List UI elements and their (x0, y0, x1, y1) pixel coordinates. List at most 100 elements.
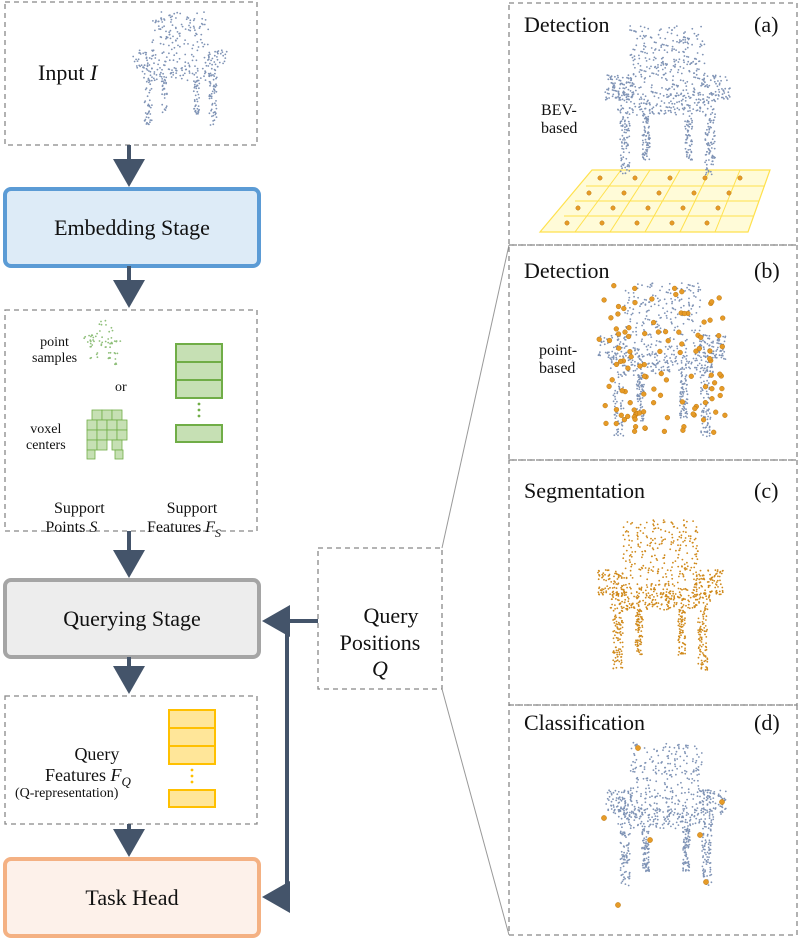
point (653, 303, 656, 306)
point (637, 615, 640, 618)
point (716, 348, 719, 351)
point (685, 807, 688, 809)
point (695, 35, 698, 37)
point (704, 655, 706, 657)
point (713, 130, 716, 133)
point (624, 172, 627, 175)
point (630, 592, 633, 595)
point (702, 110, 704, 113)
point (680, 380, 683, 383)
point (715, 581, 718, 583)
point (212, 88, 215, 90)
point (215, 112, 217, 115)
point (665, 64, 668, 66)
point (693, 815, 696, 818)
point (679, 765, 682, 768)
point (224, 53, 227, 56)
point (638, 71, 641, 73)
point (148, 91, 151, 94)
point (92, 339, 94, 341)
voxel-centers-label: voxel centers (26, 422, 66, 454)
point (664, 109, 667, 112)
point (193, 73, 196, 76)
point (693, 811, 696, 814)
point (709, 866, 712, 869)
point (629, 586, 631, 589)
point (702, 615, 705, 618)
point (678, 51, 680, 54)
point (632, 787, 635, 790)
point (674, 753, 677, 756)
query-point (625, 365, 631, 371)
point (679, 65, 682, 68)
point (147, 79, 150, 81)
point (683, 61, 685, 64)
point (623, 876, 625, 879)
point (698, 329, 701, 332)
point (654, 584, 657, 586)
point (673, 605, 675, 608)
point (146, 121, 148, 124)
point (144, 51, 147, 54)
point (661, 68, 664, 71)
point (627, 804, 629, 807)
point (667, 580, 670, 583)
point (680, 360, 683, 362)
point (712, 352, 715, 355)
point (707, 884, 710, 886)
point (163, 108, 166, 111)
point (645, 153, 648, 155)
point (656, 297, 659, 300)
point (623, 142, 626, 145)
point (163, 78, 166, 81)
point (678, 647, 681, 650)
point (719, 583, 722, 586)
point (195, 113, 198, 115)
query-point (632, 300, 638, 306)
point (615, 583, 618, 585)
point (609, 357, 611, 359)
point (659, 593, 662, 595)
point (641, 360, 644, 363)
point (684, 652, 686, 655)
point (663, 771, 666, 774)
point (669, 292, 672, 295)
point (157, 63, 160, 66)
query-features-label: Query Features FQ (45, 743, 131, 789)
point (685, 398, 688, 400)
support-features-ellipsis (197, 402, 201, 418)
point (172, 59, 175, 62)
point (161, 111, 164, 114)
point (715, 353, 718, 356)
point (693, 295, 695, 297)
point (647, 131, 650, 134)
point (198, 82, 201, 85)
point (654, 372, 657, 375)
point (701, 840, 703, 843)
point (655, 41, 657, 44)
point (627, 74, 630, 77)
point (662, 539, 665, 541)
point (100, 320, 102, 323)
point (629, 54, 632, 56)
point (681, 771, 683, 774)
query-point (676, 329, 682, 335)
point (704, 161, 706, 164)
point (627, 127, 630, 130)
point (113, 340, 116, 342)
point (660, 28, 662, 30)
point (621, 147, 624, 150)
point (695, 366, 698, 369)
point (691, 760, 694, 763)
point (627, 534, 630, 537)
point (620, 141, 623, 143)
point (684, 836, 687, 839)
point (634, 369, 637, 372)
point (615, 666, 618, 669)
point (702, 789, 704, 792)
point (720, 796, 723, 799)
point (638, 311, 641, 314)
point (628, 842, 630, 844)
point (723, 797, 726, 800)
